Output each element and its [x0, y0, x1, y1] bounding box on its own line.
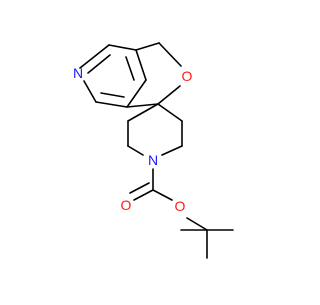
molecule-svg: N O N O O: [73, 42, 234, 259]
bond: [79, 44, 110, 69]
bond: [127, 145, 144, 156]
bond: [135, 49, 147, 81]
bond: [108, 44, 137, 51]
atom-label: O: [121, 197, 132, 213]
bond: [158, 42, 182, 67]
bond: [157, 85, 181, 105]
structure-diagram: N O N O O: [73, 42, 234, 259]
bond: [133, 189, 154, 201]
atom-label: O: [182, 68, 193, 84]
atom-label: N: [73, 65, 83, 81]
bond: [126, 103, 159, 108]
atom-label: N: [148, 152, 158, 168]
bond: [127, 103, 159, 122]
bond: [100, 92, 125, 98]
bond: [126, 79, 147, 108]
bond: [186, 217, 208, 231]
atom-label: O: [175, 198, 186, 214]
bond: [135, 42, 160, 51]
bond: [95, 101, 128, 108]
bond: [87, 54, 111, 74]
atom-labels: N O N O O: [73, 65, 193, 214]
bond: [83, 80, 97, 103]
bond: [152, 189, 173, 201]
bond: [161, 145, 183, 156]
bond: [125, 56, 135, 81]
bonds: [79, 42, 234, 259]
bond: [129, 182, 150, 194]
bond: [157, 103, 183, 122]
